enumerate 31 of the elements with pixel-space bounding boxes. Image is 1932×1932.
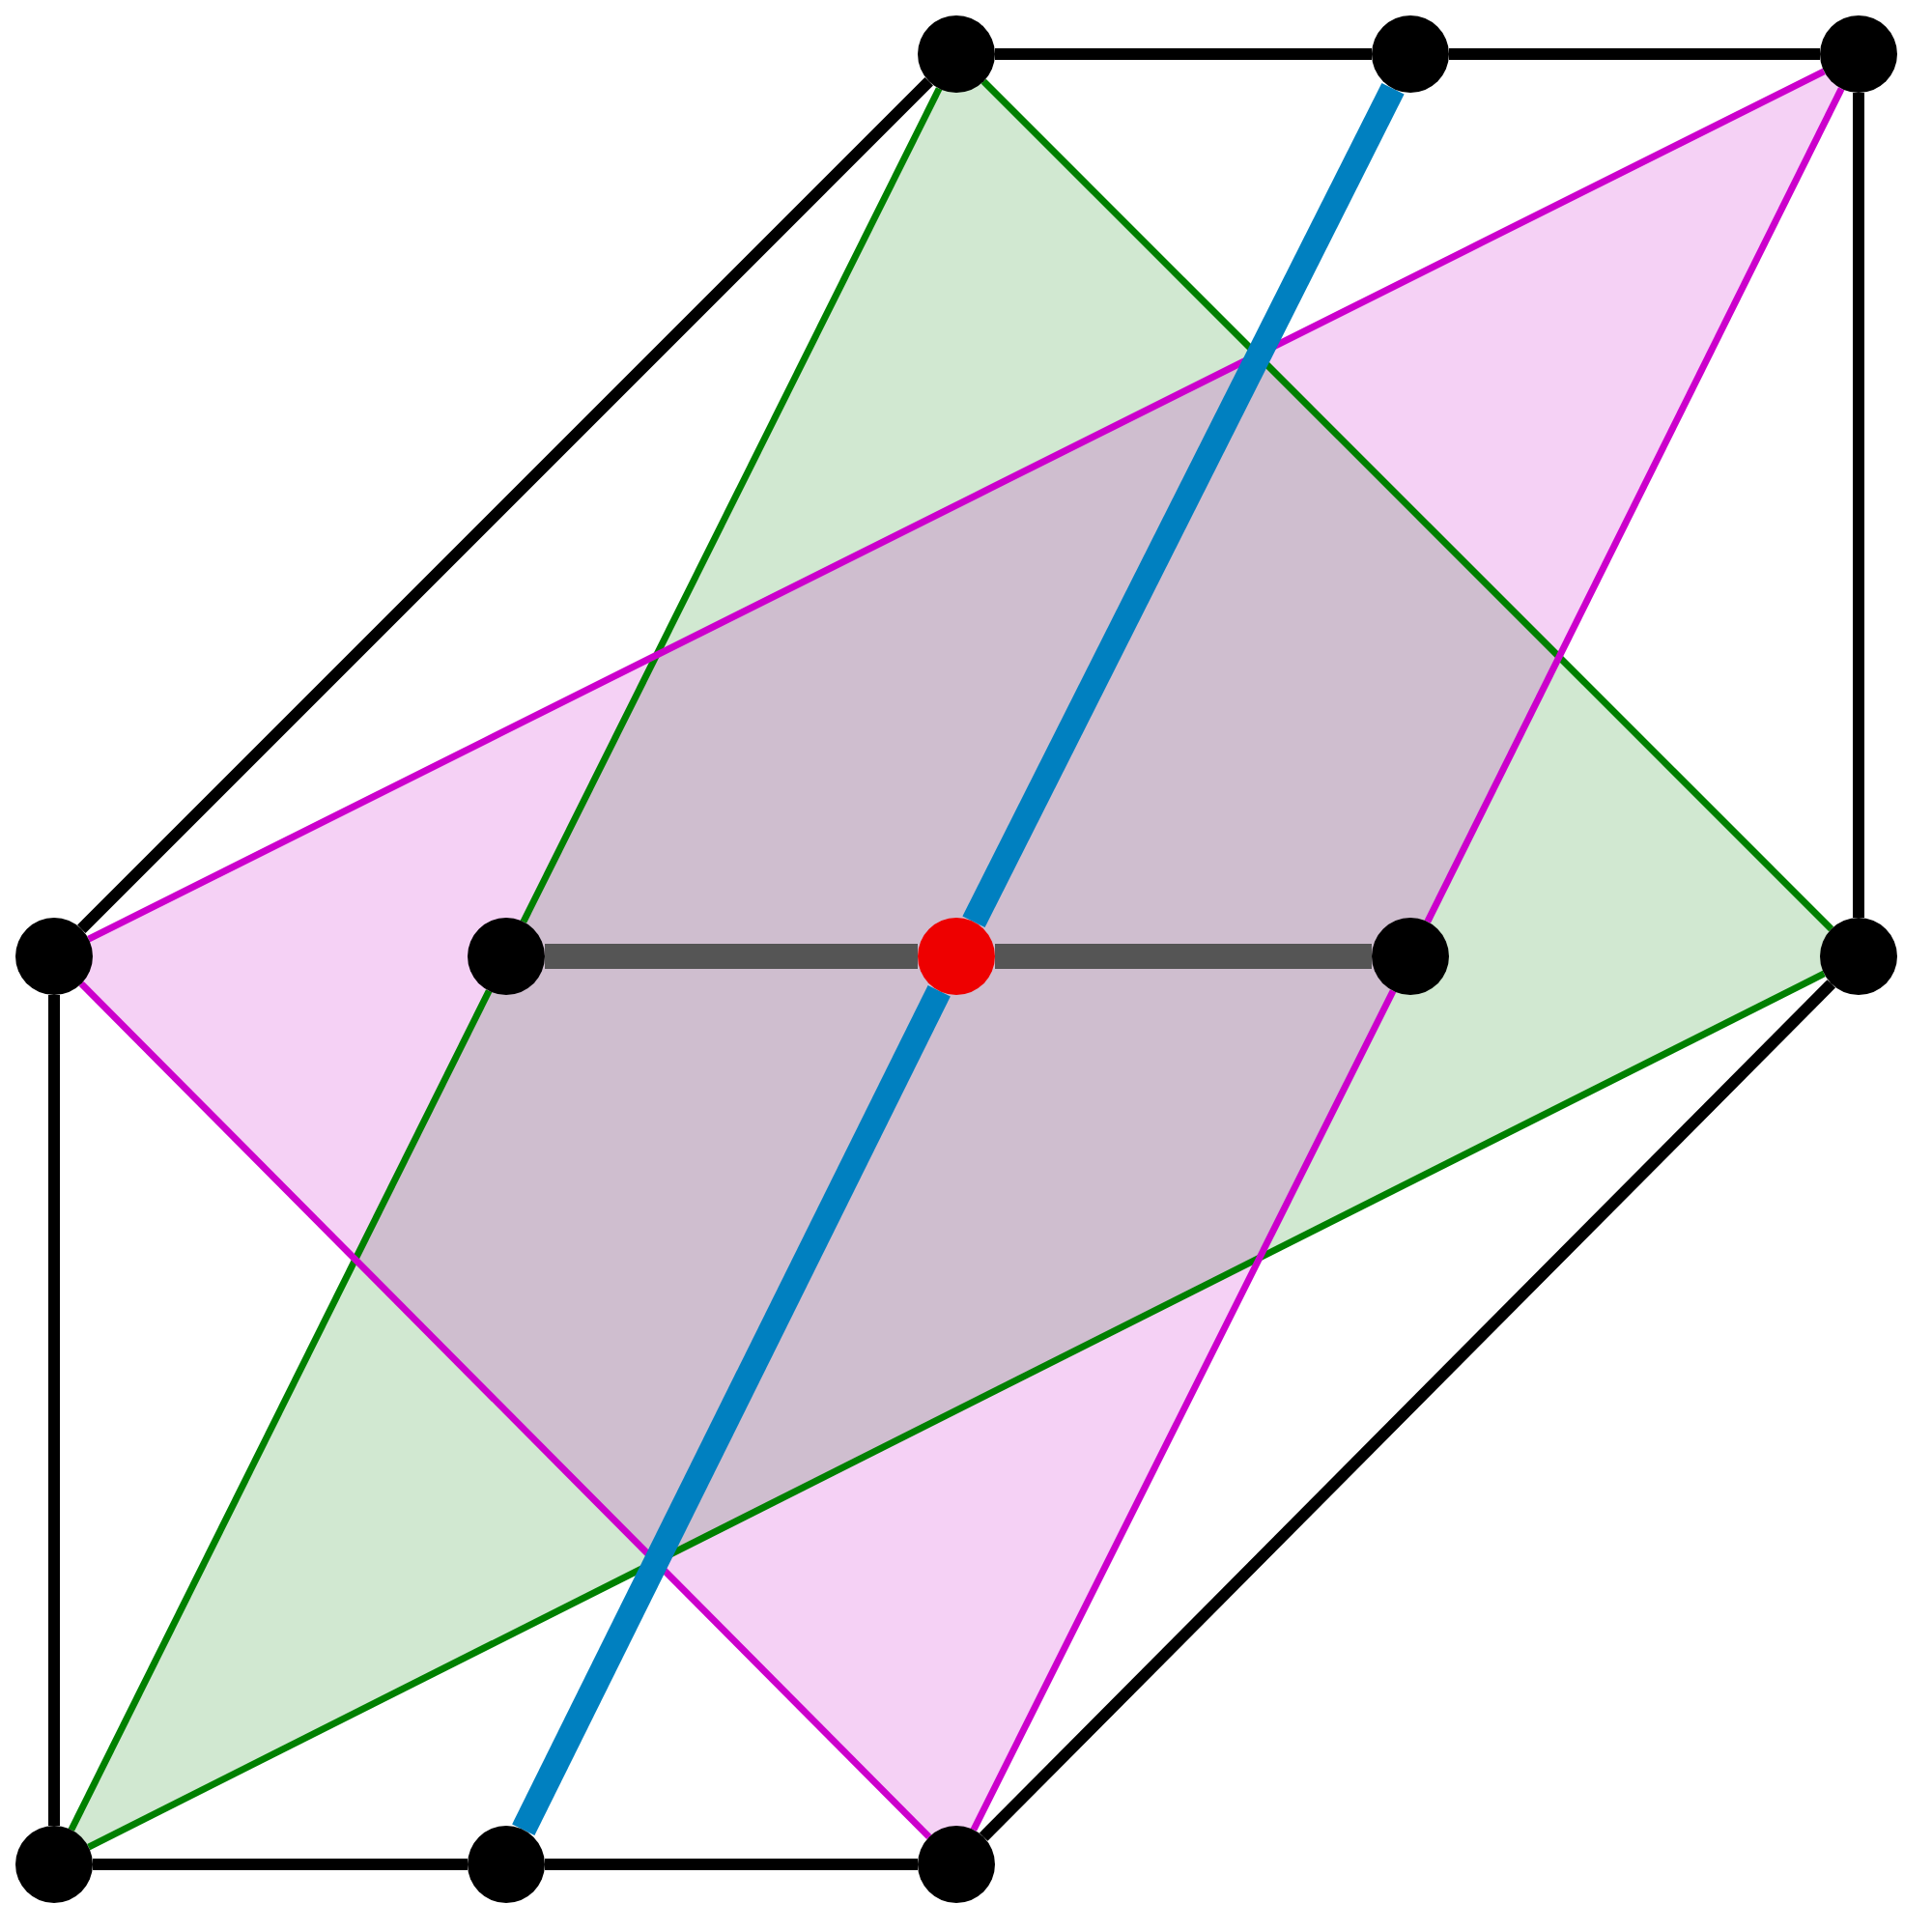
vertex-dot [1820,15,1897,93]
line-segment [87,68,1826,943]
line-segment [979,980,1836,1841]
vertex-dot [1820,918,1897,995]
line-segment [87,970,1826,1851]
line-segment [77,77,933,933]
vertex-dot [15,1826,93,1903]
line-segment [980,78,1834,932]
line-segment [995,48,1372,60]
line-segment [1853,93,1864,918]
vertex-dot [918,1826,995,1903]
line-segment [970,989,1397,1832]
line-segment [962,82,1405,928]
line-segment [545,1859,918,1870]
line-segment [520,87,943,923]
line-segment [48,995,60,1826]
vertex-dot [918,15,995,93]
vertex-dot [1372,918,1449,995]
vertex-dot [918,918,995,995]
line-segment [93,1859,468,1870]
vertex-dot [468,918,545,995]
line-segment [68,989,493,1832]
line-segment [1449,48,1820,60]
vertex-dot [468,1826,545,1903]
vertex-dot [1372,15,1449,93]
line-segment [545,944,918,969]
line-segment [78,980,932,1840]
line-segment [995,944,1372,969]
line-segment [1424,87,1845,923]
line-segment [512,985,951,1835]
vertex-dot [15,918,93,995]
